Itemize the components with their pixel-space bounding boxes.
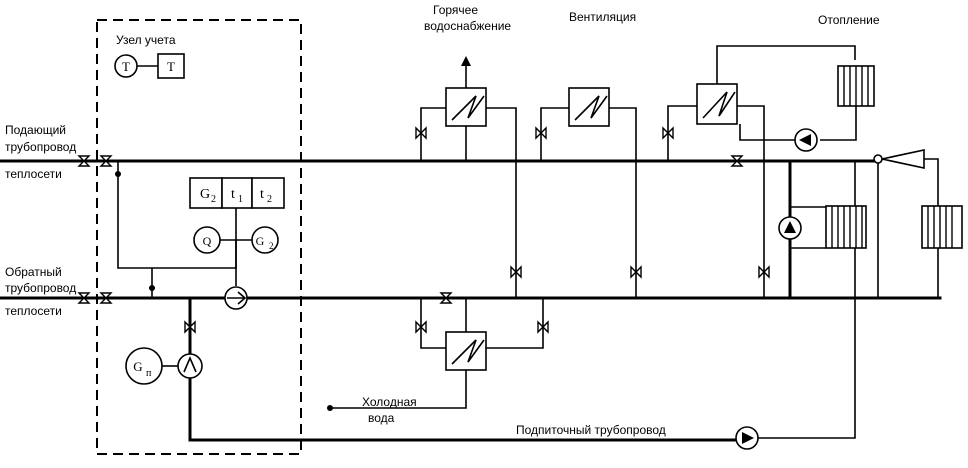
makeup-pipe-label: Подпиточный трубопровод [516, 423, 666, 437]
thermometer-box [157, 53, 185, 79]
cold-water-label-1: Холодная [362, 395, 417, 409]
t2-box-label: t [260, 187, 264, 202]
heat-meter-circle [193, 226, 221, 254]
metering-unit-label: Узел учета [116, 33, 176, 47]
thermometer-box-label: T [167, 59, 175, 74]
return-pipe-label-3: теплосети [5, 304, 62, 318]
flow-meter-sub: 2 [269, 241, 274, 251]
thermometer-circle-label: T [122, 59, 130, 74]
hot-water-label-1: Горячее [433, 3, 478, 17]
supply-pipe-label-3: теплосети [5, 167, 62, 181]
g2-box [189, 177, 223, 209]
makeup-meter-circle [125, 347, 163, 385]
heat-meter-label: Q [203, 234, 212, 248]
ventilation-label: Вентиляция [569, 10, 636, 24]
elevator-jet-pump [881, 149, 925, 169]
makeup-meter-sub: п [146, 368, 152, 379]
metering-unit-boundary [96, 19, 302, 455]
flow-meter-label: G [256, 234, 265, 248]
supply-pipe-label-2: трубопровод [5, 140, 76, 154]
t2-box [251, 177, 285, 209]
heating-label: Отопление [818, 13, 880, 27]
t1-box-sub: 1 [238, 194, 243, 205]
t1-box [221, 177, 253, 209]
hot-water-label-2: водоснабжение [424, 19, 511, 33]
return-pipe-label-1: Обратный [5, 265, 62, 279]
cold-water-label-2: вода [368, 411, 395, 425]
t1-box-label: t [231, 187, 235, 202]
g2-box-sub: 2 [211, 194, 216, 205]
supply-pipe-label-1: Подающий [5, 123, 66, 137]
makeup-meter-label: G [133, 359, 142, 374]
return-pipe-label-2: трубопровод [5, 281, 76, 295]
t2-box-sub: 2 [267, 194, 272, 205]
flow-meter-circle [251, 226, 279, 254]
g2-box-label: G [200, 187, 210, 202]
